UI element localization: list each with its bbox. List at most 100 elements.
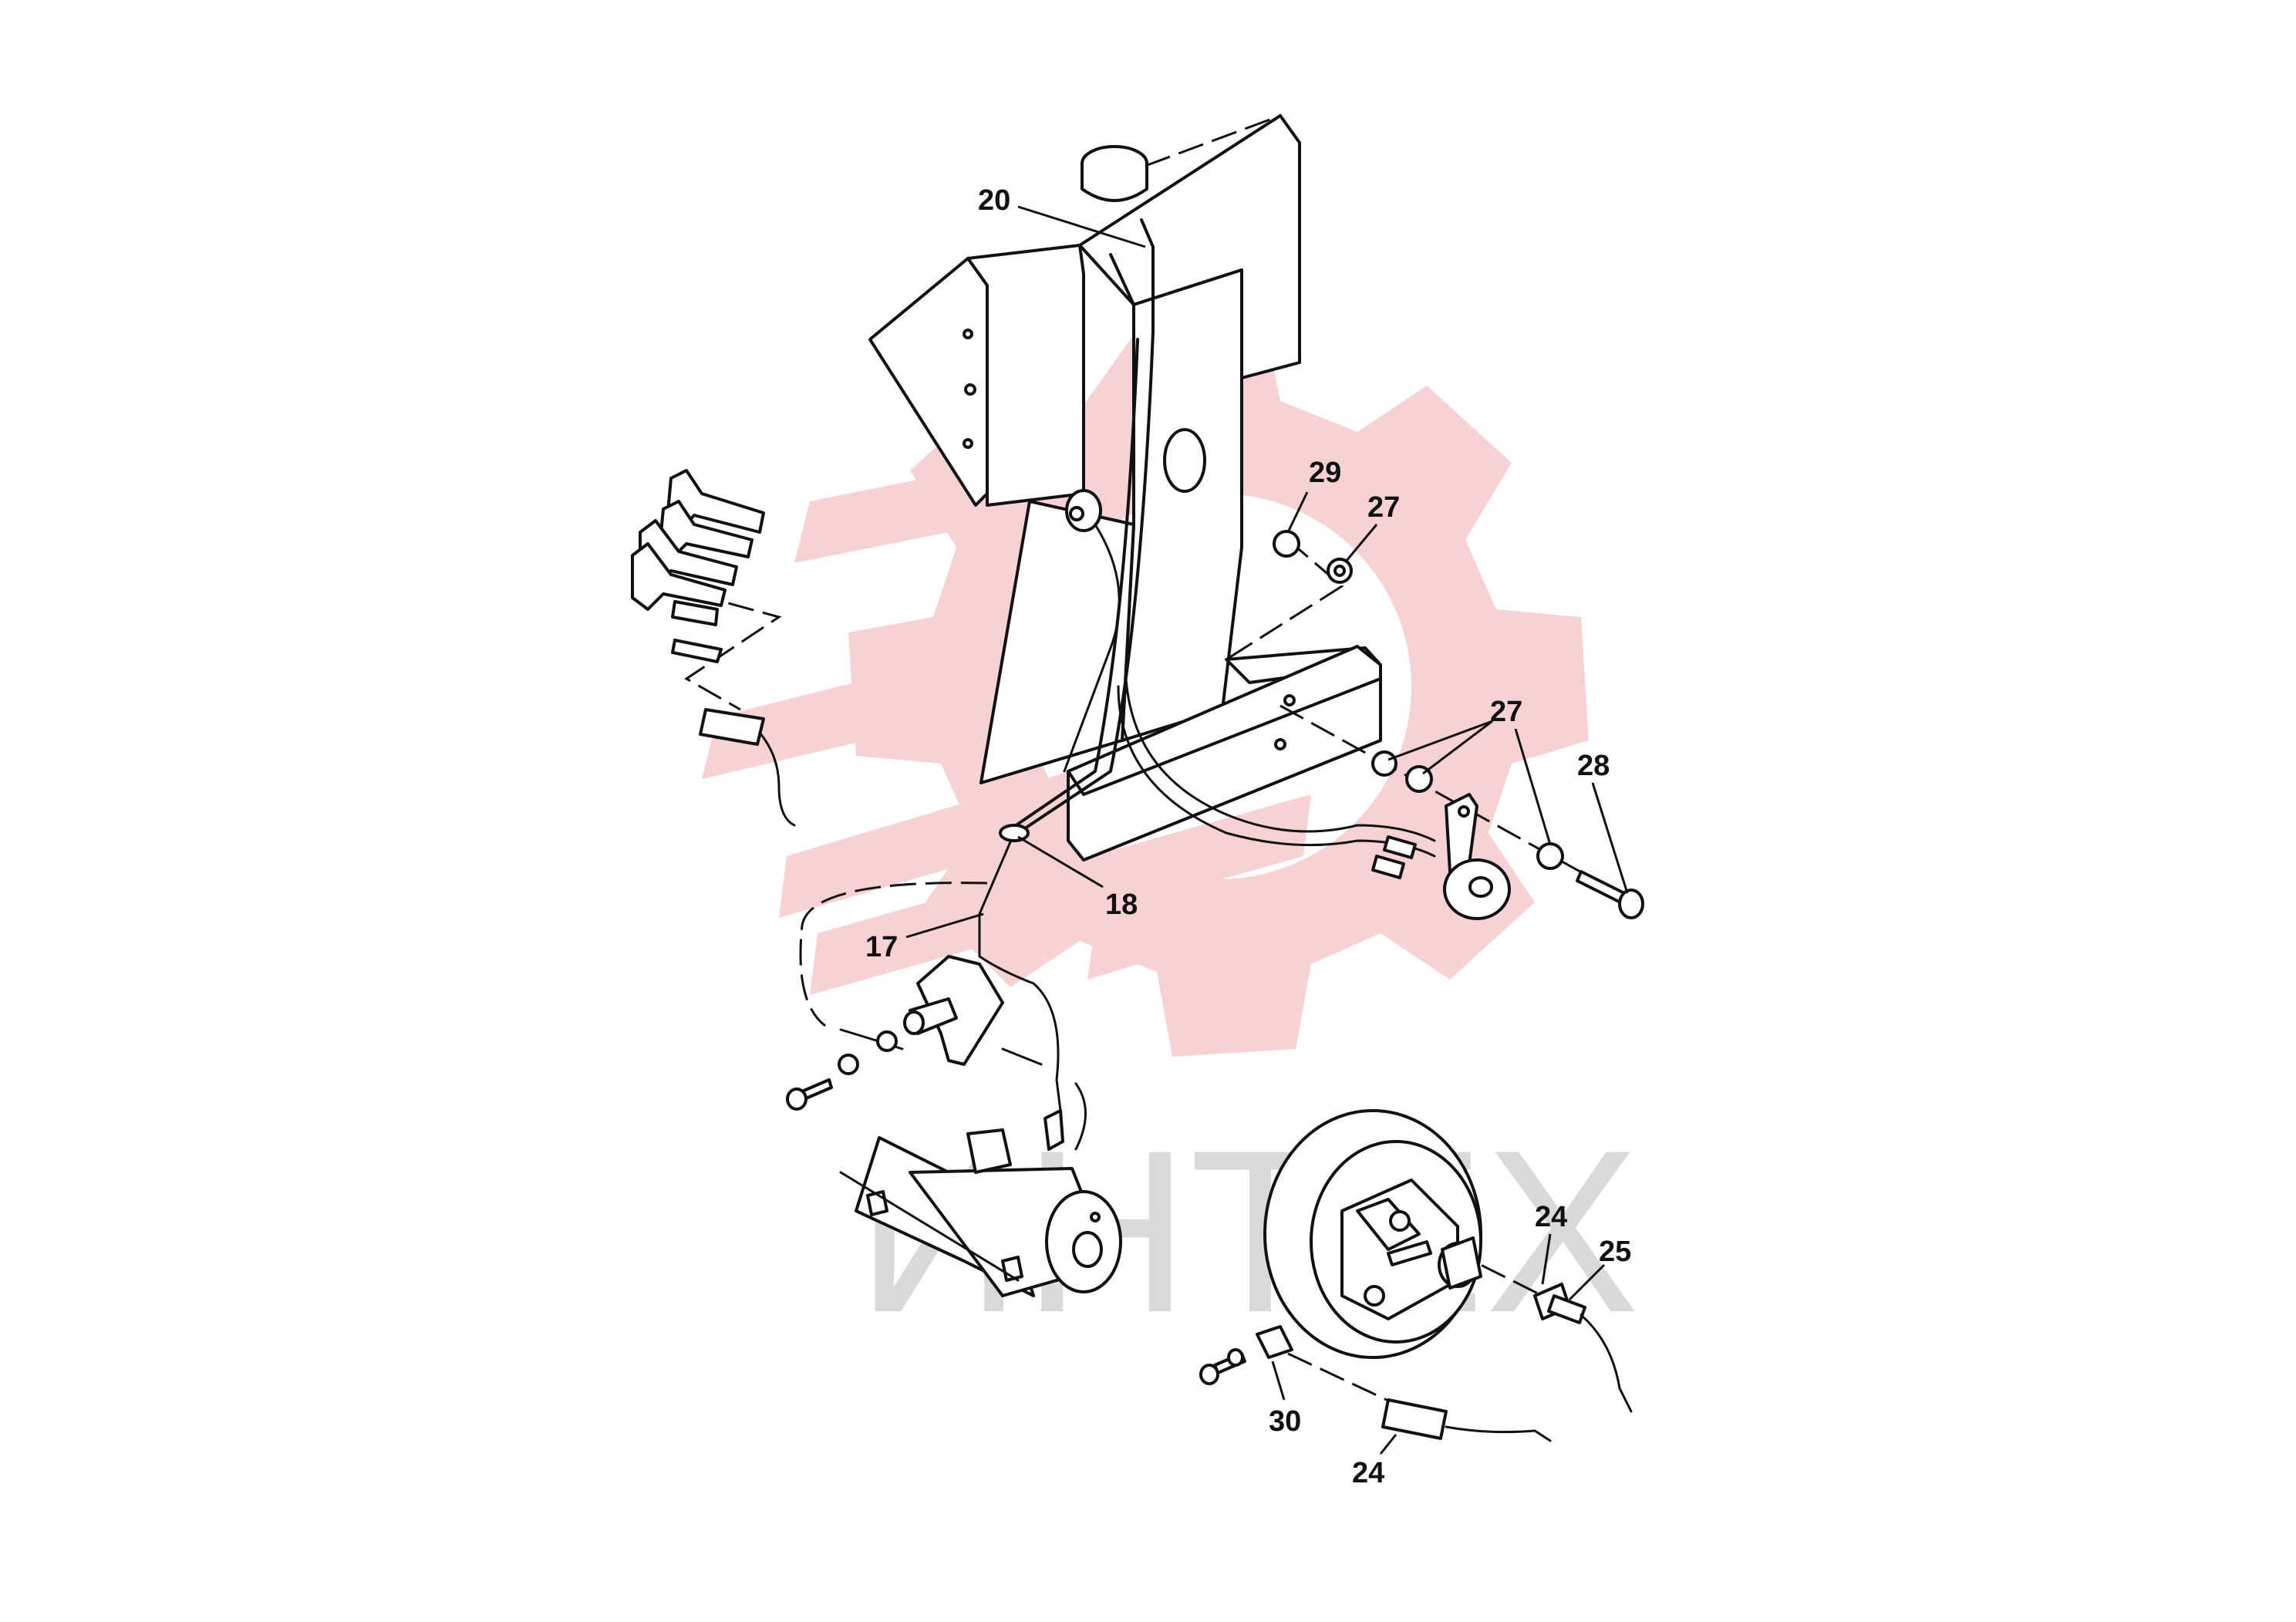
ring-terminal xyxy=(1043,1109,1064,1151)
starter-rail xyxy=(839,1171,1020,1282)
clip-30-washer xyxy=(1227,1348,1244,1367)
ref-line-top xyxy=(1145,114,1281,167)
callout-labels: 20 29 27 27 28 18 17 24 25 30 24 xyxy=(865,184,1631,1489)
leader-27-top xyxy=(1344,524,1378,562)
leader-25 xyxy=(1568,1263,1606,1301)
clip-30-screw-head xyxy=(1199,1364,1219,1385)
tank-bracket xyxy=(868,114,1382,862)
horn-assembly xyxy=(1371,793,1511,920)
callout-25: 25 xyxy=(1599,1236,1631,1268)
watermark-swoosh-4 xyxy=(810,794,1311,995)
horn-connector-2 xyxy=(1371,855,1405,879)
horn-bracket-hole xyxy=(1458,805,1470,818)
callout-27-top: 27 xyxy=(1367,491,1400,524)
starter-motor xyxy=(839,1128,1122,1297)
alternator-assembly xyxy=(1263,1109,1482,1359)
connector-left-body xyxy=(699,708,765,746)
harness-to-solenoid xyxy=(839,1028,904,1050)
leader-30 xyxy=(1271,1361,1286,1401)
callout-18: 18 xyxy=(1105,889,1138,921)
leader-24-right xyxy=(1541,1233,1552,1285)
mounting-bar xyxy=(1067,645,1382,862)
connector-left xyxy=(699,708,796,827)
clip-30-assembly xyxy=(1199,1325,1293,1385)
horn-connector-1 xyxy=(1383,835,1417,859)
callout-24-right: 24 xyxy=(1535,1201,1567,1233)
column-mount-hole xyxy=(1163,428,1206,493)
starter-terminal-box xyxy=(966,1128,1012,1174)
leader-27-mid-b xyxy=(1422,720,1493,775)
harness-drop xyxy=(978,831,1062,1112)
solenoid-rod xyxy=(1001,1047,1043,1066)
tank-top-beam-front xyxy=(1109,253,1135,306)
callout-20: 20 xyxy=(978,184,1010,217)
leader-29 xyxy=(1286,491,1309,533)
callout-17: 17 xyxy=(865,931,898,963)
connector-24-25 xyxy=(1533,1283,1633,1413)
column-grommet-inner xyxy=(1069,506,1084,521)
harness-main-1 xyxy=(1017,299,1155,835)
clip-30 xyxy=(1256,1325,1293,1359)
callout-30: 30 xyxy=(1269,1405,1301,1438)
alternator-screw-1 xyxy=(1364,1285,1385,1307)
washer-27-top-hole xyxy=(1333,565,1346,577)
ring-terminal-wire xyxy=(1074,1082,1087,1151)
solenoid-assembly xyxy=(786,955,1087,1151)
leader-18 xyxy=(1017,835,1104,889)
wedge-hole-2 xyxy=(964,383,976,396)
terminal-5 xyxy=(671,600,719,626)
callout-29: 29 xyxy=(1309,457,1341,489)
terminal-4 xyxy=(631,542,727,611)
solenoid-end xyxy=(903,1010,925,1035)
leader-17 xyxy=(905,912,984,939)
solenoid-bolt-head xyxy=(786,1088,807,1111)
horn-center xyxy=(1468,876,1493,898)
connector-24-bottom-wire xyxy=(1445,1425,1552,1442)
washer-27-a xyxy=(1371,750,1397,777)
leader-28 xyxy=(1591,782,1629,894)
solenoid-washer xyxy=(876,1030,898,1052)
callout-27-mid: 27 xyxy=(1490,696,1522,728)
alternator-bracket xyxy=(1356,1198,1421,1251)
alternator-threads xyxy=(1441,1236,1482,1290)
connector-25 xyxy=(1547,1294,1586,1324)
bar-hole-2 xyxy=(1274,738,1286,750)
ref-line-connector xyxy=(684,592,782,711)
harness-loop xyxy=(1063,523,1121,773)
ref-line-wire-loop xyxy=(799,882,988,1027)
bolt-28-head xyxy=(1618,889,1644,919)
sender-cap-body xyxy=(1081,164,1148,202)
callout-leaders xyxy=(905,205,1629,1455)
terminal-stack xyxy=(631,469,765,663)
washer-27-c xyxy=(1536,842,1564,870)
watermark-swoosh-5 xyxy=(1087,841,1373,980)
wedge-hole-3 xyxy=(963,438,973,449)
starter-screw xyxy=(1090,1212,1101,1222)
solenoid-bracket xyxy=(916,955,1004,1066)
callout-28: 28 xyxy=(1577,750,1610,782)
hardware-mid xyxy=(1371,750,1644,919)
mounting-bar-edge xyxy=(1067,677,1382,796)
sender-wire xyxy=(1140,218,1155,302)
starter-end-hole xyxy=(1072,1231,1103,1268)
cable-tie xyxy=(999,824,1030,842)
tank-main-column xyxy=(1121,268,1243,742)
hardware-top xyxy=(1273,530,1353,584)
harness-branch-right xyxy=(1124,677,1436,842)
solenoid-washer-2 xyxy=(838,1054,859,1075)
alternator-screw-2 xyxy=(1389,1210,1411,1232)
nut-29 xyxy=(1273,530,1300,558)
connector-left-wire xyxy=(758,731,796,827)
connector-24-bottom-body xyxy=(1381,1398,1448,1440)
connector-24-right-wire xyxy=(1580,1313,1633,1413)
leader-27-mid-a xyxy=(1387,720,1493,761)
terminal-6 xyxy=(671,639,723,663)
callout-24-bottom: 24 xyxy=(1352,1457,1384,1489)
bar-hole-1 xyxy=(1283,694,1296,706)
connector-24-bottom xyxy=(1381,1398,1552,1442)
leader-27-mid-c xyxy=(1514,728,1552,845)
cable-tie-ring xyxy=(999,824,1030,842)
leader-20 xyxy=(1017,205,1146,248)
